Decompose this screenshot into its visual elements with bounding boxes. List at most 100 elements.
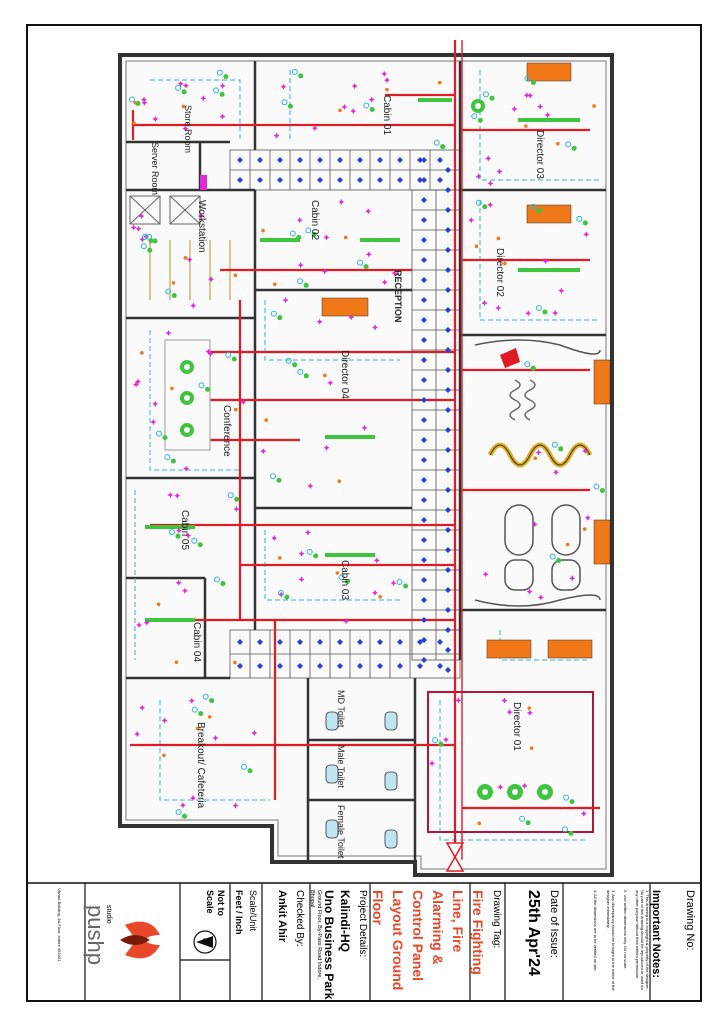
director-01-fixtures <box>471 99 553 800</box>
alarm-marker <box>338 199 345 206</box>
heat-detector <box>592 104 596 108</box>
smoke-detector <box>337 157 343 163</box>
room-label-cabin-02: Cabin 02 <box>309 200 320 241</box>
sprinkler-head <box>175 84 182 91</box>
heat-detector <box>556 141 560 146</box>
alarm-marker <box>280 83 287 90</box>
smoke-detector <box>317 663 323 669</box>
sprinkler-head <box>535 304 542 311</box>
sprinkler-head <box>140 243 147 250</box>
alarm-marker <box>182 82 189 89</box>
sprinkler-head <box>277 589 284 596</box>
linear-lights <box>145 98 580 622</box>
heat-detector <box>170 386 174 391</box>
smoke-detector <box>421 197 427 203</box>
alarm-marker <box>526 709 533 716</box>
fire-riser-valve <box>445 842 465 872</box>
heat-detector <box>140 351 144 355</box>
alarm-marker <box>175 579 182 586</box>
sprinkler-head <box>270 473 277 480</box>
smoke-detector <box>337 177 343 183</box>
alarm-marker <box>298 550 305 557</box>
alarm-marker <box>321 268 328 275</box>
sprinkler-head <box>191 706 198 713</box>
sprinkler-head <box>568 830 574 836</box>
smoke-detector <box>421 357 427 363</box>
sprinkler-head <box>475 199 482 206</box>
smoke-detector <box>421 617 427 623</box>
heat-detector <box>133 100 138 105</box>
sprinkler-head <box>220 581 226 587</box>
project-name: Kalindi-HQ <box>338 890 352 952</box>
smoke-detector <box>257 157 263 163</box>
smoke-detector <box>277 663 283 669</box>
smoke-detector <box>421 557 427 563</box>
sprinkler-head <box>291 68 298 75</box>
smoke-detector <box>445 167 451 173</box>
note-4: 4. All the dimensions are to be verified… <box>593 890 598 972</box>
sprinkler-head <box>162 435 168 441</box>
fire-control-panel <box>200 175 207 190</box>
sprinkler-head <box>565 141 572 148</box>
smoke-detector <box>445 347 451 353</box>
alarm-marker <box>365 251 372 258</box>
alarm-marker <box>175 527 182 534</box>
smoke-detector <box>445 467 451 473</box>
alarm-marker <box>482 571 489 578</box>
heat-detector <box>181 104 186 109</box>
smoke-detector <box>297 157 303 163</box>
smoke-detector <box>445 447 451 453</box>
heat-detector <box>233 407 238 412</box>
alarm-marker <box>365 208 372 215</box>
alarm-marker <box>523 92 530 99</box>
alarm-marker <box>188 697 195 704</box>
smoke-detector <box>445 307 451 313</box>
fire-alarm-markers <box>130 70 591 817</box>
smoke-detector <box>397 157 403 163</box>
checked-by-label: Checked By: <box>294 890 305 947</box>
smoke-detector <box>445 287 451 293</box>
scale-unit-value: Feet / Inch <box>234 890 244 935</box>
alarm-marker <box>323 234 330 241</box>
sprinkler-head <box>156 430 163 437</box>
note-1: 1. This drawing is a copyright & propert… <box>635 890 650 991</box>
north-letter: N <box>201 938 210 944</box>
sprinkler-head <box>558 446 564 452</box>
smoke-detector <box>445 527 451 533</box>
sprinkler-head <box>182 813 188 819</box>
alarm-marker <box>553 469 560 476</box>
alarm-marker <box>298 576 305 583</box>
alarm-marker <box>351 83 358 90</box>
sprinkler-head <box>247 768 253 774</box>
room-label-director-01: Director 01 <box>511 702 522 751</box>
sprinkler-head <box>169 529 176 536</box>
sprinkler-head <box>440 144 446 150</box>
smoke-detector <box>445 667 451 673</box>
smoke-detector <box>445 647 451 653</box>
sprinkler-head <box>569 799 575 805</box>
sprinkler-head <box>549 553 556 560</box>
sprinkler-head <box>298 73 304 79</box>
alarm-marker <box>497 784 504 791</box>
smoke-detector <box>421 597 427 603</box>
alarm-marker <box>542 257 549 264</box>
sprinkler-head <box>369 107 375 113</box>
alarm-marker <box>373 557 380 564</box>
sprinkler-head <box>524 75 531 82</box>
fire-fighting-lines <box>130 40 600 860</box>
alarm-marker <box>583 231 590 238</box>
alarm-marker <box>468 217 475 224</box>
alarm-marker <box>139 704 146 711</box>
smoke-detector <box>445 227 451 233</box>
sprinkler-head <box>205 386 211 392</box>
room-label-director-02: Director 02 <box>494 248 505 297</box>
sprinkler-head <box>277 315 283 321</box>
smoke-detector <box>445 487 451 493</box>
smoke-detector <box>445 627 451 633</box>
smoke-detector <box>421 217 427 223</box>
room-label-director-03: Director 03 <box>534 130 545 179</box>
smoke-detector <box>421 297 427 303</box>
sprinkler-head <box>363 264 369 270</box>
alarm-marker <box>138 213 145 220</box>
desks <box>321 62 611 659</box>
